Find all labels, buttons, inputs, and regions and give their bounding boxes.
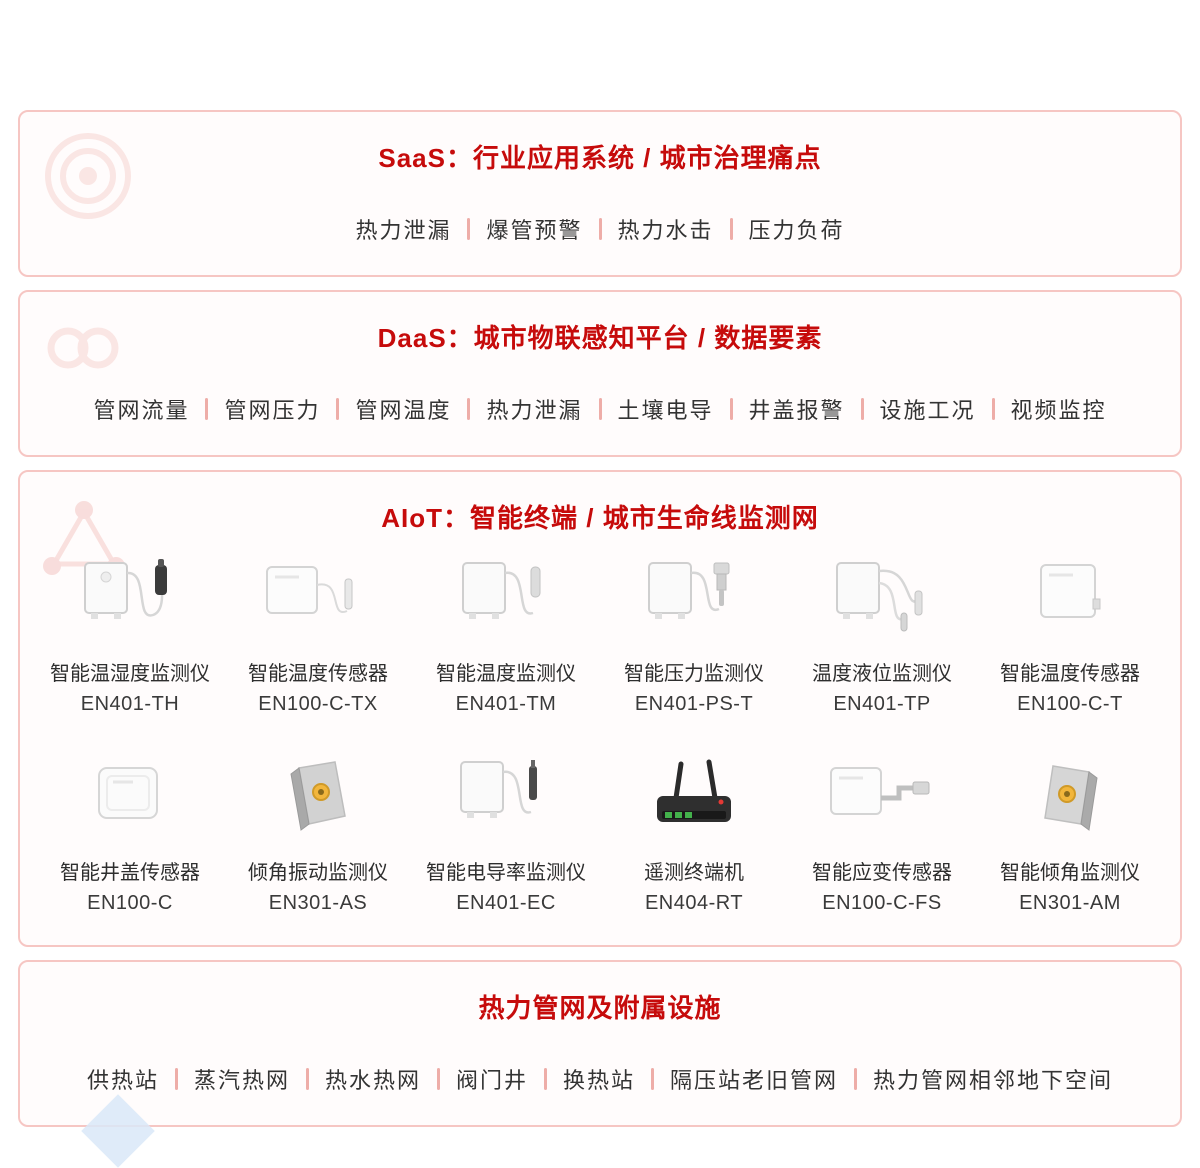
device-card: 智能温度传感器 EN100-C-T [978, 553, 1162, 716]
device-name: 智能温湿度监测仪 [50, 663, 210, 685]
daas-item: 热力泄漏 [486, 398, 583, 423]
pipeline-item-row: 供热站 蒸汽热网 热水热网 阀门井 换热站 隔压站老旧管网 热力管网相邻地下空间 [36, 1063, 1164, 1095]
device-model: EN401-TM [455, 693, 557, 715]
device-grid: 智能温湿度监测仪 EN401-TH 智能温度传感器 EN100-C-TX [36, 553, 1164, 915]
pipeline-item: 供热站 [86, 1068, 159, 1093]
device-card: 智能温湿度监测仪 EN401-TH [38, 553, 222, 716]
saas-item: 热力泄漏 [355, 218, 452, 243]
pipeline-title: 热力管网及附属设施 [478, 993, 722, 1023]
device-image-strain-sensor-icon [790, 752, 974, 848]
device-name: 倾角振动监测仪 [248, 862, 388, 884]
device-image-telemetry-terminal-icon [602, 752, 786, 848]
device-image-conductivity-monitor-icon [414, 752, 598, 848]
device-name: 智能井盖传感器 [60, 862, 200, 884]
device-card: 智能应变传感器 EN100-C-FS [790, 752, 974, 915]
item-divider [336, 398, 340, 420]
daas-item: 管网温度 [355, 398, 452, 423]
device-image-pressure-monitor-icon [602, 553, 786, 649]
pipeline-item: 蒸汽热网 [193, 1068, 290, 1093]
item-divider [991, 398, 995, 420]
saas-item: 热力水击 [617, 218, 714, 243]
daas-item: 土壤电导 [617, 398, 714, 423]
saas-item: 压力负荷 [748, 218, 845, 243]
device-model: EN100-C-T [1017, 693, 1123, 715]
device-model: EN401-TH [80, 693, 180, 715]
device-model: EN301-AM [1019, 892, 1121, 914]
device-model: EN301-AS [268, 892, 368, 914]
saas-item: 爆管预警 [486, 218, 583, 243]
item-divider [854, 1068, 858, 1090]
device-image-temp-sensor-t-icon [978, 553, 1162, 649]
device-name: 智能应变传感器 [812, 862, 952, 884]
device-model: EN100-C [87, 892, 173, 914]
device-image-temp-sensor-tx-icon [226, 553, 410, 649]
page: SaaS：行业应用系统 / 城市治理痛点 热力泄漏 爆管预警 热力水击 压力负荷… [18, 110, 1182, 1168]
device-card: 智能井盖传感器 EN100-C [38, 752, 222, 915]
device-image-temp-monitor-icon [414, 553, 598, 649]
daas-item: 设施工况 [879, 398, 976, 423]
device-image-tilt-vibration-icon [226, 752, 410, 848]
device-card: 智能电导率监测仪 EN401-EC [414, 752, 598, 915]
device-model: EN100-C-FS [822, 892, 942, 914]
device-card: 智能压力监测仪 EN401-PS-T [602, 553, 786, 716]
device-name: 智能温度监测仪 [436, 663, 576, 685]
device-image-tilt-monitor-icon [978, 752, 1162, 848]
pipeline-item: 隔压站老旧管网 [670, 1068, 839, 1093]
item-divider [205, 398, 209, 420]
device-card: 遥测终端机 EN404-RT [602, 752, 786, 915]
device-name: 遥测终端机 [644, 862, 744, 884]
device-model: EN401-PS-T [634, 693, 754, 715]
aiot-title: AIoT：智能终端 / 城市生命线监测网 [381, 503, 819, 533]
pipeline-item: 热力管网相邻地下空间 [873, 1068, 1114, 1093]
section-pipeline: 热力管网及附属设施 供热站 蒸汽热网 热水热网 阀门井 换热站 隔压站老旧管网 … [18, 960, 1182, 1127]
item-divider [651, 1068, 655, 1090]
item-divider [544, 1068, 547, 1090]
device-name: 智能温度传感器 [248, 663, 388, 685]
device-card: 倾角振动监测仪 EN301-AS [226, 752, 410, 915]
device-card: 智能倾角监测仪 EN301-AM [978, 752, 1162, 915]
pipeline-item: 阀门井 [455, 1068, 528, 1093]
item-divider [729, 398, 733, 420]
section-daas: DaaS：城市物联感知平台 / 数据要素 管网流量 管网压力 管网温度 热力泄漏… [18, 290, 1182, 457]
device-name: 温度液位监测仪 [812, 663, 952, 685]
item-divider [305, 1068, 309, 1090]
section-saas: SaaS：行业应用系统 / 城市治理痛点 热力泄漏 爆管预警 热力水击 压力负荷 [18, 110, 1182, 277]
device-card: 智能温度传感器 EN100-C-TX [226, 553, 410, 716]
saas-item-row: 热力泄漏 爆管预警 热力水击 压力负荷 [36, 213, 1164, 245]
daas-item: 管网流量 [93, 398, 190, 423]
item-divider [467, 398, 471, 420]
section-aiot: AIoT：智能终端 / 城市生命线监测网 智能温湿度监测仪 EN [18, 470, 1182, 947]
item-divider [598, 398, 602, 420]
device-name: 智能压力监测仪 [624, 663, 764, 685]
daas-item: 视频监控 [1010, 398, 1107, 423]
device-model: EN401-TP [833, 693, 931, 715]
pipeline-item: 热水热网 [324, 1068, 421, 1093]
device-name: 智能电导率监测仪 [426, 862, 586, 884]
daas-item-row: 管网流量 管网压力 管网温度 热力泄漏 土壤电导 井盖报警 设施工况 视频监控 [36, 393, 1164, 425]
device-image-temp-level-monitor-icon [790, 553, 974, 649]
daas-item: 管网压力 [224, 398, 321, 423]
daas-item: 井盖报警 [748, 398, 845, 423]
device-model: EN401-EC [456, 892, 556, 914]
daas-title: DaaS：城市物联感知平台 / 数据要素 [377, 323, 823, 353]
item-divider [467, 218, 471, 240]
device-model: EN404-RT [644, 892, 744, 914]
item-divider [598, 218, 602, 240]
device-card: 温度液位监测仪 EN401-TP [790, 553, 974, 716]
device-card: 智能温度监测仪 EN401-TM [414, 553, 598, 716]
item-divider [729, 218, 733, 240]
item-divider [860, 398, 864, 420]
device-image-manhole-sensor-icon [38, 752, 222, 848]
device-name: 智能温度传感器 [1000, 663, 1140, 685]
item-divider [174, 1068, 178, 1090]
saas-title: SaaS：行业应用系统 / 城市治理痛点 [378, 143, 822, 173]
pipeline-item: 换热站 [563, 1068, 636, 1093]
device-image-temp-humidity-icon [38, 553, 222, 649]
device-name: 智能倾角监测仪 [1000, 862, 1140, 884]
item-divider [436, 1068, 440, 1090]
device-model: EN100-C-TX [258, 693, 378, 715]
